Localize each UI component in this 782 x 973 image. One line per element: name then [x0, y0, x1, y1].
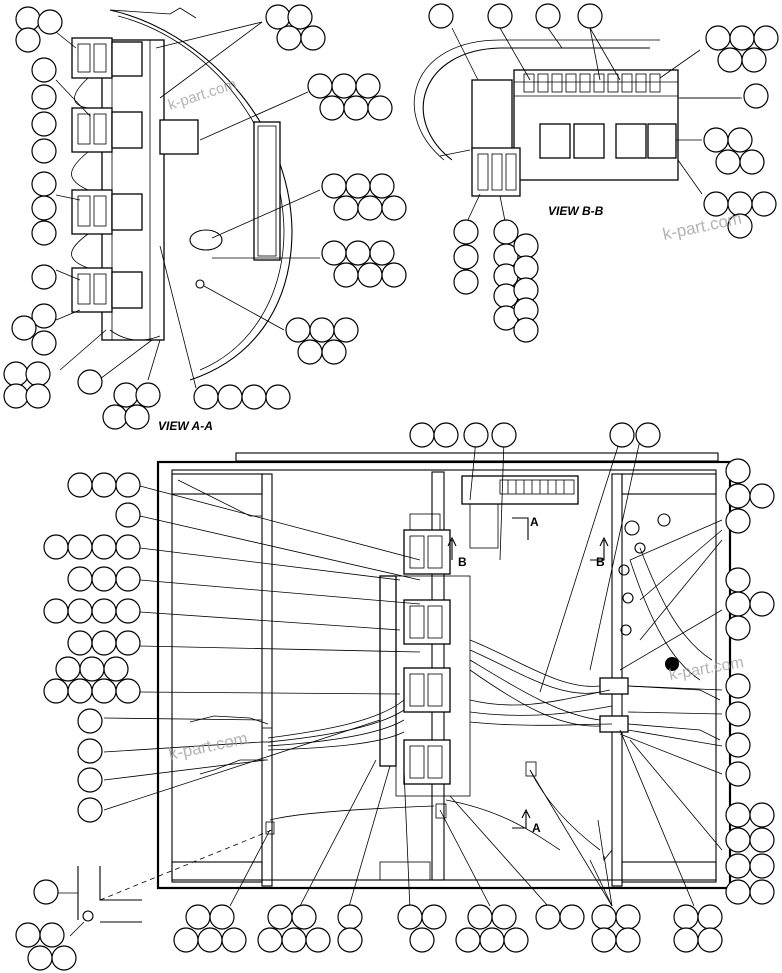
callout-bubbles-view-a	[3, 4, 407, 430]
breaker-row	[403, 529, 451, 785]
relay-group-1	[71, 37, 143, 79]
leaders-view-b	[451, 27, 742, 227]
watermark-4: k-part.com	[167, 729, 249, 764]
view-a-a-title: VIEW A-A	[158, 419, 213, 433]
watermark-1: k-part.com	[166, 76, 239, 114]
watermark-2: k-part.com	[661, 209, 743, 244]
section-mark-b-left: B	[458, 555, 467, 569]
fuse-blocks	[539, 123, 677, 159]
section-mark-a-bottom: A	[532, 821, 541, 835]
view-b-b-title: VIEW B-B	[548, 204, 604, 218]
relay-group-2	[71, 107, 143, 153]
leaders-view-a	[55, 21, 321, 389]
view-a-a	[71, 7, 293, 381]
callout-bubbles-main	[15, 422, 775, 971]
section-mark-b-right: B	[596, 555, 605, 569]
leaders-main	[103, 439, 723, 911]
relay-group-4	[71, 267, 143, 313]
relay-group-3	[71, 189, 143, 235]
view-b-b	[413, 39, 740, 197]
main-panel	[156, 452, 732, 890]
section-mark-a-top: A	[530, 515, 539, 529]
detail-inset	[58, 829, 273, 937]
callout-bubbles-view-b	[428, 3, 779, 343]
terminal-strip	[523, 73, 661, 93]
